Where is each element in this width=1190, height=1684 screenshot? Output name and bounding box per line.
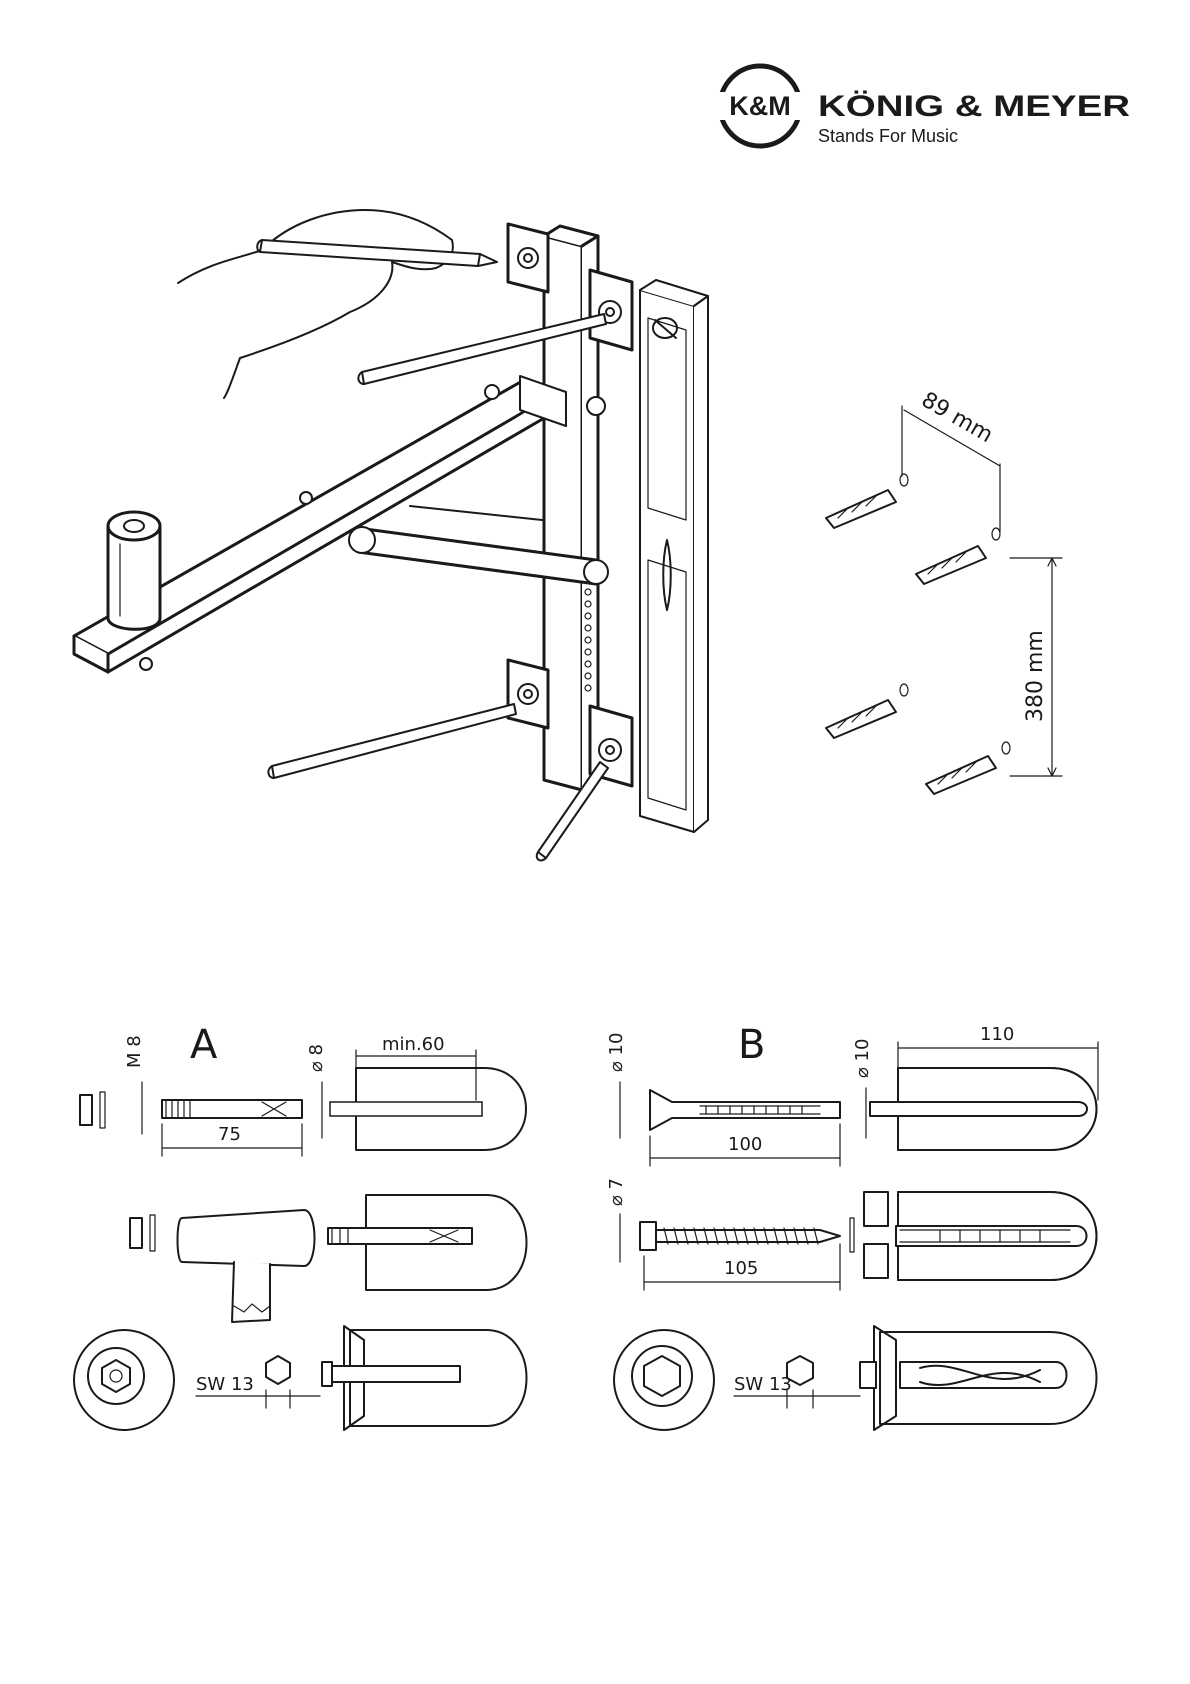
dim-horizontal-label: 89 mm bbox=[917, 388, 997, 449]
dim-vertical-label: 380 mm bbox=[1023, 630, 1048, 722]
detail-b-wrench-size: SW 13 bbox=[734, 1374, 792, 1395]
detail-a-thread-label: M 8 bbox=[124, 1035, 145, 1068]
detail-b-drill-diameter: ⌀ 10 bbox=[606, 1033, 627, 1072]
detail-b-hole-depth: 110 bbox=[980, 1024, 1014, 1045]
mounting-plate-bottom-left bbox=[508, 660, 548, 728]
overview-illustration: 89 mm 380 mm bbox=[74, 210, 1062, 860]
shelf-bracket-section bbox=[850, 1192, 888, 1278]
detail-a-drill-diameter: ⌀ 8 bbox=[306, 1044, 327, 1072]
drill-bit-icon bbox=[826, 474, 908, 528]
drill-pattern: 89 mm 380 mm bbox=[826, 388, 1062, 794]
brand-name: KÖNIG & MEYER bbox=[818, 90, 1130, 123]
concrete-block-a1 bbox=[330, 1068, 526, 1150]
spirit-level bbox=[640, 280, 708, 832]
concrete-block-a3 bbox=[322, 1326, 527, 1430]
brand-monogram: K&M bbox=[729, 91, 791, 121]
washer-bolt-detail bbox=[614, 1330, 714, 1430]
detail-a: A M 8 75 ⌀ 8 min.60 bbox=[74, 1022, 527, 1430]
hex-nut-icon bbox=[130, 1215, 155, 1251]
drill-bit-icon bbox=[916, 528, 1000, 584]
wall-plug bbox=[650, 1090, 840, 1130]
detail-b-screw-length: 105 bbox=[724, 1258, 758, 1279]
washer-nut-detail bbox=[74, 1330, 174, 1430]
detail-a-label: A bbox=[190, 1022, 218, 1068]
detail-b: B ⌀ 10 100 ⌀ 10 110 ⌀ 7 10 bbox=[606, 1022, 1098, 1430]
hex-nut-icon bbox=[266, 1356, 290, 1384]
masonry-block-b2 bbox=[896, 1192, 1097, 1280]
dimension-380mm: 380 mm bbox=[1010, 558, 1062, 776]
stand-socket bbox=[108, 512, 160, 629]
hex-nut-icon bbox=[102, 1360, 130, 1392]
masonry-block-b1 bbox=[870, 1068, 1097, 1150]
arm-pin bbox=[587, 397, 605, 415]
detail-b-label: B bbox=[738, 1022, 765, 1068]
drill-bit-icon bbox=[826, 684, 908, 738]
mounting-plate-top-left bbox=[508, 224, 548, 292]
drill-bit-icon bbox=[926, 742, 1010, 794]
detail-b-hole-diameter: ⌀ 10 bbox=[852, 1039, 873, 1078]
mounting-plate-top-right bbox=[590, 270, 632, 350]
brand-tagline: Stands For Music bbox=[818, 126, 958, 146]
dimension-89mm: 89 mm bbox=[902, 388, 1000, 532]
hex-nut-icon bbox=[787, 1356, 813, 1385]
masonry-block-b3 bbox=[860, 1326, 1097, 1430]
detail-a-wrench-size: SW 13 bbox=[196, 1374, 254, 1395]
wood-screw bbox=[640, 1222, 840, 1250]
hammer-icon bbox=[178, 1210, 315, 1322]
detail-a-bolt-length: 75 bbox=[218, 1124, 241, 1145]
anchor-bolt bbox=[162, 1100, 302, 1118]
detail-b-plug-length: 100 bbox=[728, 1134, 762, 1155]
brand-logo: K&M KÖNIG & MEYER Stands For Music bbox=[715, 66, 1130, 146]
concrete-block-a2 bbox=[328, 1195, 527, 1290]
hex-nut-icon bbox=[80, 1092, 105, 1128]
hex-bolt-icon bbox=[644, 1356, 680, 1396]
detail-b-screw-diameter: ⌀ 7 bbox=[606, 1178, 627, 1206]
detail-a-min-depth: min.60 bbox=[382, 1034, 445, 1055]
